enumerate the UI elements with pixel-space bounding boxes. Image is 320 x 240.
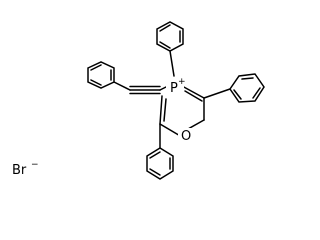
- chemical-structure: P + O Br −: [12, 21, 265, 180]
- oxygen-symbol: O: [181, 129, 191, 144]
- phosphorus-atom: P +: [166, 77, 186, 96]
- phenyl-ring-top: [156, 21, 184, 52]
- bond-p-top-phenyl: [169, 50, 175, 77]
- phosphorus-charge: +: [178, 77, 186, 87]
- phenyl-ring-right: [229, 73, 265, 103]
- alkyne-bond: [129, 85, 161, 95]
- bromide-charge: −: [31, 160, 39, 170]
- oxygen-atom: O: [178, 128, 192, 144]
- bond-left-phenyl-alkyne: [113, 81, 131, 91]
- phenyl-ring-left: [87, 61, 115, 89]
- bromide-counterion: Br −: [12, 160, 39, 178]
- bromide-symbol: Br: [12, 163, 27, 178]
- structure-diagram: P + O Br −: [12, 21, 265, 180]
- phosphorus-symbol: P: [170, 81, 178, 96]
- bond-right-phenyl: [203, 88, 231, 99]
- phenyl-ring-bottom: [146, 147, 174, 180]
